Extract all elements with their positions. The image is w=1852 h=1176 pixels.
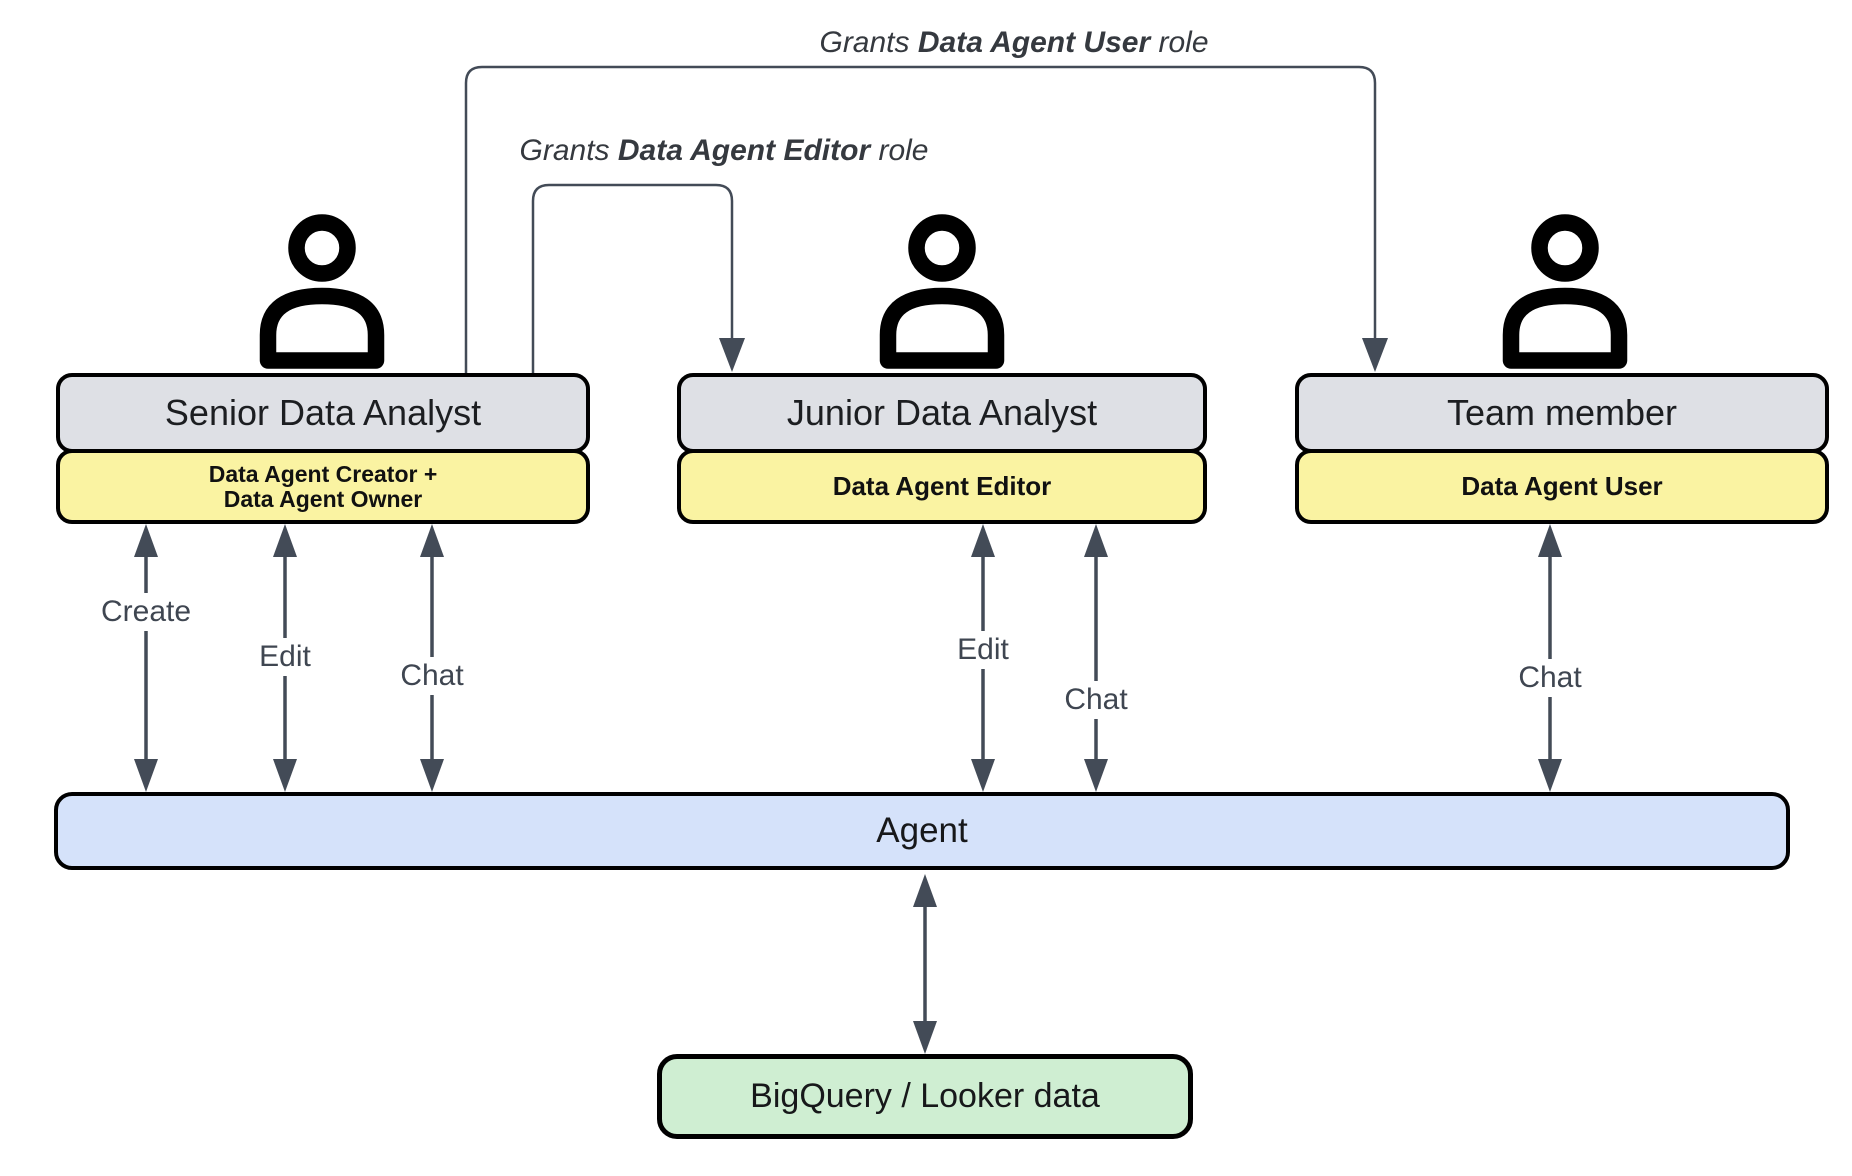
senior-role-line-1: Data Agent Creator + [208,460,438,487]
agent-box: Agent [54,792,1790,870]
team-member-title: Team member [1446,392,1678,433]
grant-user-suffix: role [1158,26,1209,59]
senior-analyst-role-box: Data Agent Creator + Data Agent Owner [56,449,590,524]
junior-analyst-title: Junior Data Analyst [786,392,1098,433]
grant-editor-role-name: Data Agent Editor [617,134,871,167]
junior-analyst-role-box: Data Agent Editor [677,449,1207,524]
team-role-line-1: Data Agent User [1461,471,1663,501]
senior-role-line-2: Data Agent Owner [223,485,423,512]
junior-analyst-title-box: Junior Data Analyst [677,373,1207,453]
senior-analyst-title-box: Senior Data Analyst [56,373,590,453]
agent-label: Agent [876,811,968,850]
junior-role-line-1: Data Agent Editor [832,471,1052,501]
junior-chat-label: Chat [1056,681,1136,719]
grant-user-role-label: Grants Data Agent User role [813,26,1215,60]
team-member-title-box: Team member [1295,373,1829,453]
grant-editor-arrow [531,183,745,373]
team-chat-label: Chat [1510,659,1590,697]
junior-edit-label: Edit [949,631,1017,669]
team-chat-arrow [1538,524,1562,792]
create-arrow [134,524,158,792]
person-icon [247,203,397,371]
team-member-role-box: Data Agent User [1295,449,1829,524]
person-icon [1490,203,1640,371]
senior-edit-label: Edit [251,638,319,676]
bigquery-looker-box: BigQuery / Looker data [657,1054,1193,1139]
bigquery-looker-label: BigQuery / Looker data [750,1077,1100,1115]
person-icon [867,203,1017,371]
grant-editor-prefix: Grants [519,134,610,167]
senior-analyst-title: Senior Data Analyst [164,392,482,433]
grant-editor-suffix: role [878,134,929,167]
grant-editor-role-label: Grants Data Agent Editor role [513,134,935,168]
grant-user-role-name: Data Agent User [917,26,1151,59]
junior-chat-arrow [1084,524,1108,792]
agent-data-arrow [913,874,937,1054]
create-label: Create [92,593,200,631]
grant-user-prefix: Grants [819,26,910,59]
grant-user-arrow [464,65,1388,373]
senior-chat-label: Chat [392,657,472,695]
